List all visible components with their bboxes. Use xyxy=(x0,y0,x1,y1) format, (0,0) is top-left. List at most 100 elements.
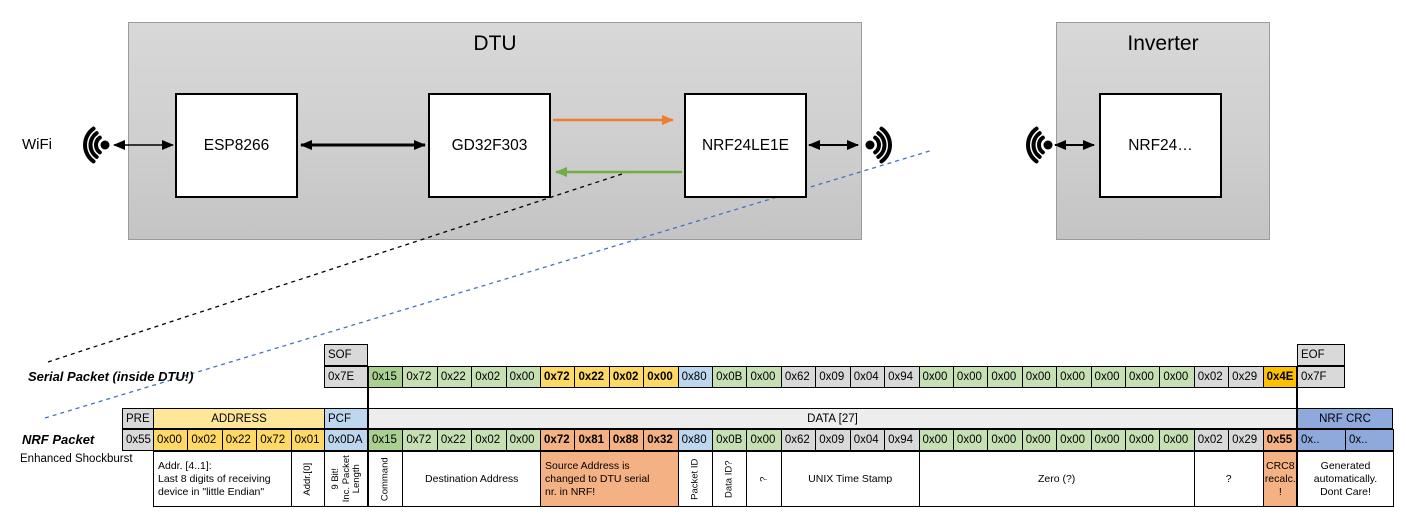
serial-byte-cell: 0x09 xyxy=(815,366,851,388)
nrf-byte-cell: 0x15 xyxy=(368,429,404,451)
serial-byte-cell: 0x00 xyxy=(987,366,1023,388)
nrf-byte-cell: 0x02 xyxy=(471,429,507,451)
annotation-crc8: CRC8 recalc. ! xyxy=(1262,451,1298,507)
pre-header-cell: PRE xyxy=(122,408,154,429)
nrf-byte-cell: 0x32 xyxy=(643,429,679,451)
serial-byte-cell: 0x00 xyxy=(1021,366,1058,388)
pcf-header-cell: PCF xyxy=(324,408,368,429)
esp8266-label: ESP8266 xyxy=(203,136,270,154)
gd32f303-label: GD32F303 xyxy=(451,136,528,154)
nrf-byte-cell: 0x55 xyxy=(1262,429,1298,451)
serial-byte-cell: 0x02 xyxy=(471,366,507,388)
nrf-address-byte-cell: 0x22 xyxy=(221,429,258,451)
nrf-address-byte-cell: 0x01 xyxy=(290,429,326,451)
nrf-byte-cell: 0x72 xyxy=(540,429,576,451)
serial-byte-cell: 0x02 xyxy=(1193,366,1230,388)
serial-byte-cell: 0x00 xyxy=(1159,366,1195,388)
serial-byte-cell: 0x72 xyxy=(540,366,576,388)
annotation-zero: Zero (?) xyxy=(918,451,1195,507)
nrf-byte-cell: 0x04 xyxy=(849,429,886,451)
data-header-cell: DATA [27] xyxy=(368,408,1297,429)
eof-header-cell: EOF xyxy=(1297,344,1345,366)
nrf-byte-cell: 0x29 xyxy=(1228,429,1264,451)
nrf-byte-cell: 0x00 xyxy=(505,429,542,451)
annotation-command: Command xyxy=(368,451,404,507)
data-end-rule xyxy=(1296,366,1298,507)
nrf-byte-cell: 0x72 xyxy=(402,429,438,451)
nrf-address-byte-cell: 0x00 xyxy=(153,429,189,451)
serial-byte-cell: 0x00 xyxy=(746,366,782,388)
annotation-unix: UNIX Time Stamp xyxy=(780,451,920,507)
nrf-address-byte-cell: 0x72 xyxy=(256,429,292,451)
nrf-byte-cell: 0x09 xyxy=(815,429,851,451)
pcf-value-cell: 0x0DA xyxy=(324,429,368,451)
serial-byte-cell: 0x00 xyxy=(1090,366,1126,388)
annotation-addr0: Addr.[0] xyxy=(290,451,326,507)
serial-byte-cell: 0x04 xyxy=(849,366,886,388)
serial-byte-cell: 0x72 xyxy=(402,366,438,388)
serial-packet-label: Serial Packet (inside DTU!) xyxy=(28,369,194,384)
annotation-pcf_note: 9 Bit! Inc. Packet Length xyxy=(324,451,369,507)
serial-byte-cell: 0x62 xyxy=(780,366,817,388)
nrf-byte-cell: 0x00 xyxy=(1124,429,1161,451)
annotation-packet_id: Packet ID xyxy=(677,451,714,507)
wifi-icon xyxy=(83,126,110,164)
enhanced-shockburst-label: Enhanced Shockburst xyxy=(20,453,133,465)
serial-byte-cell: 0x00 xyxy=(1124,366,1161,388)
nrf24le1e-label: NRF24LE1E xyxy=(701,136,789,154)
gd32f303-box: GD32F303 xyxy=(428,93,551,198)
nrf-byte-cell: 0x00 xyxy=(746,429,782,451)
wifi-label: WiFi xyxy=(22,136,52,153)
nrf-byte-cell: 0x02 xyxy=(1193,429,1230,451)
serial-byte-cell: 0x00 xyxy=(505,366,542,388)
eof-value-cell: 0x7F xyxy=(1297,366,1345,388)
serial-byte-cell: 0x15 xyxy=(368,366,404,388)
annotation-q2: ? xyxy=(1193,451,1264,507)
pre-value-cell: 0x55 xyxy=(122,429,154,451)
nrf-byte-cell: 0x0B xyxy=(712,429,748,451)
inverter-radio-icon xyxy=(1026,126,1053,164)
nrf-byte-cell: 0x00 xyxy=(1021,429,1058,451)
nrf24le1e-box: NRF24LE1E xyxy=(684,93,807,198)
nrf-byte-cell: 0x81 xyxy=(574,429,610,451)
nrf-byte-cell: 0x80 xyxy=(677,429,714,451)
nrf-crc-byte-cell: 0x.. xyxy=(1297,429,1346,451)
annotation-q1: ? xyxy=(746,451,782,507)
address-header-cell: ADDRESS xyxy=(153,408,325,429)
annotation-generated: Generated automatically. Dont Care! xyxy=(1297,451,1394,507)
data-start-rule xyxy=(367,366,369,507)
annotation-data_id: Data ID? xyxy=(712,451,748,507)
serial-byte-cell: 0x94 xyxy=(884,366,920,388)
serial-byte-cell: 0x4E xyxy=(1262,366,1298,388)
nrf-byte-cell: 0x62 xyxy=(780,429,817,451)
annotation-source: Source Address is changed to DTU serial … xyxy=(540,451,679,507)
nrf-byte-cell: 0x94 xyxy=(884,429,920,451)
dtu-radio-icon xyxy=(865,126,892,164)
serial-byte-cell: 0x29 xyxy=(1228,366,1264,388)
nrf-packet-label: NRF Packet xyxy=(22,432,95,447)
serial-byte-cell: 0x00 xyxy=(952,366,989,388)
nrf-crc-header-cell: NRF CRC xyxy=(1297,408,1393,429)
serial-byte-cell: 0x22 xyxy=(574,366,610,388)
nrf-byte-cell: 0x88 xyxy=(608,429,645,451)
inverter-nrf24-label: NRF24… xyxy=(1128,136,1193,154)
nrf-byte-cell: 0x00 xyxy=(1090,429,1126,451)
sof-header-cell: SOF xyxy=(324,344,368,366)
nrf-byte-cell: 0x22 xyxy=(436,429,473,451)
serial-byte-cell: 0x0B xyxy=(712,366,748,388)
nrf-byte-cell: 0x00 xyxy=(1159,429,1195,451)
inverter-title: Inverter xyxy=(1127,32,1199,55)
annotation-addr_note: Addr. [4..1]: Last 8 digits of receiving… xyxy=(153,451,292,507)
nrf-address-byte-cell: 0x02 xyxy=(187,429,223,451)
dtu-title: DTU xyxy=(473,32,517,55)
inverter-nrf24-box: NRF24… xyxy=(1099,93,1222,198)
serial-byte-cell: 0x00 xyxy=(918,366,954,388)
serial-byte-cell: 0x80 xyxy=(677,366,714,388)
serial-byte-cell: 0x00 xyxy=(643,366,679,388)
esp8266-box: ESP8266 xyxy=(175,93,298,198)
nrf-crc-byte-cell: 0x.. xyxy=(1345,429,1394,451)
serial-byte-cell: 0x00 xyxy=(1056,366,1092,388)
sof-value-cell: 0x7E xyxy=(324,366,368,388)
nrf-byte-cell: 0x00 xyxy=(1056,429,1092,451)
